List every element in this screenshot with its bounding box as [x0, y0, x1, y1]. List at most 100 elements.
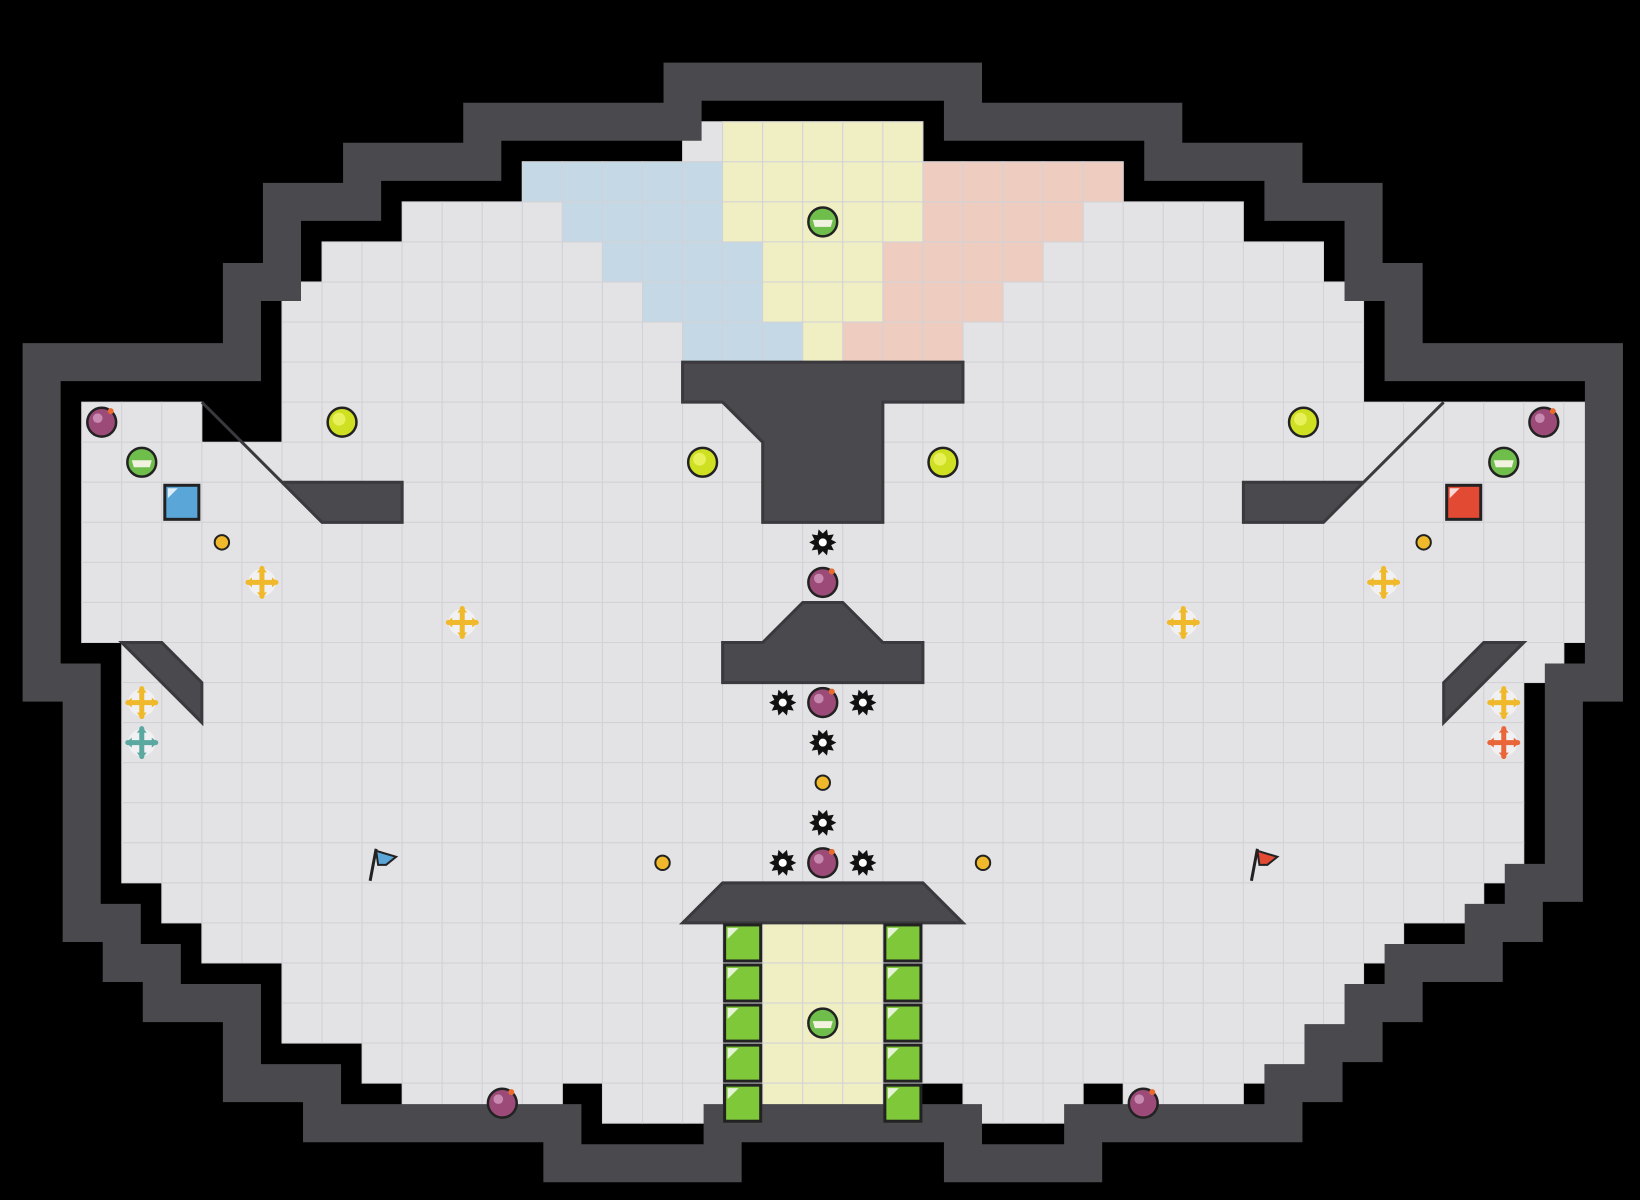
floor-tile	[1202, 922, 1244, 964]
floor-tile	[481, 802, 523, 844]
blue-zone-tile	[762, 321, 804, 363]
floor-tile	[601, 481, 644, 523]
floor-tile	[1282, 521, 1325, 563]
floor-tile	[1002, 561, 1044, 603]
floor-tile	[1002, 842, 1044, 884]
floor-tile	[882, 802, 924, 844]
floor-tile	[601, 762, 644, 804]
floor-tile	[922, 682, 964, 724]
blue-boost-icon	[125, 726, 159, 760]
blue-zone-tile	[601, 161, 644, 203]
floor-tile	[201, 601, 243, 644]
floor-tile	[1282, 842, 1325, 884]
floor-tile	[1403, 762, 1445, 804]
bomb-icon	[1528, 406, 1560, 438]
gate-tile	[723, 923, 763, 963]
floor-tile	[441, 962, 483, 1004]
floor-tile	[1122, 1002, 1164, 1044]
floor-tile	[601, 682, 644, 724]
floor-tile	[1323, 601, 1365, 644]
floor-tile	[441, 882, 483, 924]
floor-tile	[561, 962, 603, 1004]
floor-tile	[762, 762, 804, 804]
floor-tile	[201, 802, 243, 844]
floor-tile	[962, 361, 1004, 403]
floor-tile	[842, 561, 884, 603]
floor-tile	[642, 401, 684, 443]
floor-tile	[361, 441, 403, 483]
floor-tile	[642, 321, 684, 363]
floor-tile	[441, 441, 483, 483]
floor-tile	[1122, 401, 1164, 443]
floor-tile	[682, 401, 724, 443]
floor-tile	[1323, 762, 1365, 804]
floor-tile	[561, 1002, 603, 1044]
floor-tile	[441, 1002, 483, 1044]
floor-tile	[441, 802, 483, 844]
neutral-zone-tile	[802, 321, 844, 363]
gate-tile	[723, 1083, 763, 1123]
powerup-pill-icon	[974, 854, 992, 872]
floor-tile	[1162, 802, 1204, 844]
floor-tile	[521, 1002, 563, 1044]
floor-tile	[1403, 842, 1445, 884]
red-zone-tile	[962, 201, 1004, 243]
floor-tile	[561, 521, 603, 563]
floor-tile	[441, 642, 483, 684]
floor-tile	[1282, 361, 1325, 403]
floor-tile	[1082, 521, 1124, 563]
floor-tile	[321, 241, 363, 283]
floor-tile	[241, 642, 283, 684]
powerup-boost-icon	[1487, 686, 1521, 720]
floor-tile	[1323, 802, 1365, 844]
floor-tile	[1162, 1002, 1204, 1044]
floor-tile	[1002, 882, 1044, 924]
floor-tile	[1002, 802, 1044, 844]
floor-tile	[281, 842, 323, 884]
floor-tile	[962, 481, 1004, 523]
floor-tile	[882, 561, 924, 603]
portal-icon	[1488, 446, 1520, 478]
floor-tile	[1483, 401, 1525, 443]
floor-tile	[1122, 842, 1164, 884]
blue-zone-tile	[682, 321, 724, 363]
floor-tile	[121, 802, 163, 844]
floor-tile	[1002, 401, 1044, 443]
floor-tile	[121, 521, 163, 563]
floor-tile	[1082, 321, 1124, 363]
spike-icon	[809, 809, 837, 836]
floor-tile	[1082, 1002, 1124, 1044]
floor-tile	[1242, 722, 1284, 764]
floor-tile	[882, 481, 924, 523]
floor-tile	[1082, 481, 1124, 523]
floor-tile	[561, 281, 603, 323]
floor-tile	[1162, 401, 1204, 443]
floor-tile	[1202, 401, 1244, 443]
floor-tile	[1042, 1042, 1084, 1084]
floor-tile	[401, 481, 443, 523]
floor-tile	[1363, 762, 1405, 804]
neutral-zone-tile	[802, 241, 844, 283]
floor-tile	[521, 962, 563, 1004]
red-team-tile	[1445, 483, 1483, 521]
floor-tile	[762, 521, 804, 563]
powerup-pill-icon	[654, 854, 671, 872]
portal-icon	[807, 206, 839, 238]
neutral-zone-tile	[802, 161, 844, 203]
gate-tile	[723, 1003, 763, 1043]
floor-tile	[1403, 882, 1445, 924]
floor-tile	[1082, 842, 1124, 884]
floor-tile	[1042, 722, 1084, 764]
floor-tile	[1162, 762, 1204, 804]
floor-tile	[201, 922, 243, 964]
floor-tile	[401, 401, 443, 443]
floor-tile	[1363, 521, 1405, 563]
floor-tile	[1323, 682, 1365, 724]
floor-tile	[922, 481, 964, 523]
floor-tile	[1122, 601, 1164, 644]
floor-tile	[601, 922, 644, 964]
floor-tile	[601, 722, 644, 764]
floor-tile	[1042, 241, 1084, 283]
floor-tile	[1483, 481, 1525, 523]
